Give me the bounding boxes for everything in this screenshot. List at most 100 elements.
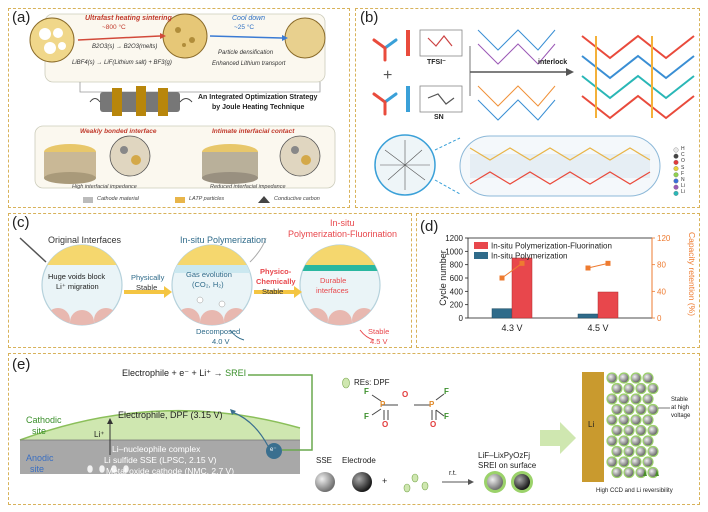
heat-title: Ultrafast heating sintering bbox=[85, 15, 172, 22]
y2-axis-label: Capacity retention (%) bbox=[687, 232, 697, 316]
stable-high-2: at high bbox=[671, 405, 690, 411]
legend-swatch-1 bbox=[474, 252, 488, 259]
legend-swatch-0 bbox=[474, 242, 488, 249]
cathodic-site-1: Cathodic bbox=[26, 415, 62, 425]
atom-f3: F bbox=[444, 387, 449, 396]
y-tick-label: 1200 bbox=[445, 234, 463, 243]
stable-high-1: Stable bbox=[671, 397, 689, 403]
atom-p2: P bbox=[429, 400, 435, 409]
atom-legend-label-6: Li bbox=[681, 183, 685, 190]
cathodic-site-2: site bbox=[32, 426, 47, 436]
reaction-2: LiBF4(s) → LiF(Lithium salt) + BF3(g) bbox=[72, 60, 172, 66]
atom-dot-3 bbox=[673, 166, 679, 172]
x-tick-label: 4.3 V bbox=[501, 323, 522, 333]
electrode-sphere-core bbox=[643, 436, 653, 446]
electrode-sphere-core bbox=[643, 415, 653, 425]
electrode-sphere-core bbox=[636, 405, 646, 414]
gas-evolution-2: (CO₂, H₂) bbox=[192, 280, 224, 289]
retention-line-1 bbox=[587, 262, 609, 269]
lif-label-2: SREI on surface bbox=[478, 461, 537, 470]
atom-o1: O bbox=[382, 420, 389, 429]
reduced-impedance-text: Reduced interfacial impedance bbox=[210, 184, 286, 190]
cool-temp: ~25 °C bbox=[234, 24, 255, 31]
transport-text: Enhanced Lithium transport bbox=[212, 61, 286, 67]
atom-dot-5 bbox=[673, 178, 679, 184]
anodic-site-1: Anodic bbox=[26, 453, 54, 463]
y-tick-label: 0 bbox=[459, 314, 464, 323]
electrophile-text: Electrophile, DPF (3.15 V) bbox=[118, 410, 223, 420]
legend-label-1: In-situ Polymerization bbox=[491, 252, 567, 261]
atom-dot-6 bbox=[673, 184, 679, 190]
physico-text-1: Physico- bbox=[260, 267, 292, 276]
gas-evolution-1: Gas evolution bbox=[186, 270, 232, 279]
panel-d bbox=[416, 213, 700, 348]
physically-text: Physically bbox=[131, 273, 165, 282]
electrode-sphere-core bbox=[648, 468, 658, 477]
durable-text-1: Durable bbox=[320, 276, 347, 285]
atom-f1: F bbox=[364, 387, 369, 396]
plus-sign: + bbox=[382, 476, 388, 486]
electron-label: e⁻ bbox=[270, 447, 277, 453]
y2-tick-label: 0 bbox=[657, 314, 662, 323]
electrode-sphere-core bbox=[636, 426, 646, 435]
atom-dot-4 bbox=[673, 172, 679, 178]
decomposed-voltage: 4.0 V bbox=[212, 337, 230, 346]
original-interfaces-title: Original Interfaces bbox=[48, 235, 122, 245]
atom-legend-label-3: S bbox=[681, 164, 685, 171]
retention-marker bbox=[585, 265, 591, 271]
y2-tick-label: 80 bbox=[657, 261, 666, 270]
electrode-sphere-core bbox=[631, 415, 641, 425]
electrode-sphere-core bbox=[636, 384, 646, 393]
densification-text: Particle densification bbox=[218, 50, 274, 56]
atom-dot-7 bbox=[673, 190, 679, 196]
oxide-text: Metal oxide cathode (NMC, 2.7 V) bbox=[106, 466, 235, 476]
sn-label: SN bbox=[434, 114, 444, 121]
electrode-sphere-core bbox=[619, 436, 629, 446]
strategy-line-2: by Joule Heating Technique bbox=[212, 104, 305, 111]
electrode-sphere-core bbox=[624, 405, 634, 414]
legend-latp: LATP particles bbox=[189, 196, 225, 202]
electrode-sphere-core bbox=[648, 405, 658, 414]
tfsi-label: TFSI⁻ bbox=[427, 59, 446, 66]
electrode-sphere-core bbox=[648, 426, 658, 435]
legend-cathode: Cathode material bbox=[97, 196, 139, 202]
atom-o-bridge: O bbox=[402, 390, 409, 399]
legend-carbon: Conductive carbon bbox=[274, 196, 320, 202]
panel-b-label: (b) bbox=[360, 9, 379, 26]
panel-e-label: (e) bbox=[12, 356, 31, 373]
y-axis-label: Cycle number bbox=[438, 250, 448, 306]
panel-a-label: (a) bbox=[12, 9, 31, 26]
electrode-sphere-core bbox=[607, 373, 617, 383]
electrode-sphere-core bbox=[612, 447, 622, 456]
electrode-sphere-core bbox=[636, 447, 646, 456]
y2-tick-label: 120 bbox=[657, 234, 671, 243]
electrode-sphere-core bbox=[648, 447, 658, 456]
electrode-sphere-core bbox=[624, 384, 634, 393]
interlock-label: interlock bbox=[538, 59, 568, 66]
y2-tick-label: 40 bbox=[657, 287, 666, 296]
physico-text-2: Chemically bbox=[256, 277, 296, 286]
electrode-sphere-core bbox=[636, 468, 646, 477]
atom-legend-label-4: F bbox=[681, 170, 685, 177]
insitu-fluor-title-2: Polymerization-Fluorination bbox=[288, 229, 398, 239]
voids-text-2: Li⁺ migration bbox=[56, 282, 99, 291]
electrode-label: Electrode bbox=[342, 456, 376, 465]
li-electrode-label: Li bbox=[588, 420, 595, 429]
atom-o2: O bbox=[430, 420, 437, 429]
durable-text-2: interfaces bbox=[316, 286, 349, 295]
retention-marker bbox=[519, 260, 525, 266]
stable-high-3: voltage bbox=[671, 413, 691, 419]
bar-1-1 bbox=[597, 291, 619, 319]
sse-label: SSE bbox=[316, 456, 333, 465]
x-tick-label: 4.5 V bbox=[587, 323, 608, 333]
atom-f2: F bbox=[364, 412, 369, 421]
electrode-sphere-core bbox=[607, 394, 617, 404]
y-tick-label: 800 bbox=[450, 261, 464, 270]
li-plus-label: Li⁺ bbox=[94, 430, 105, 439]
atom-p1: P bbox=[380, 400, 386, 409]
lif-label-1: LiF–LixPyOzFj bbox=[478, 451, 531, 460]
anodic-site-2: site bbox=[30, 464, 45, 474]
